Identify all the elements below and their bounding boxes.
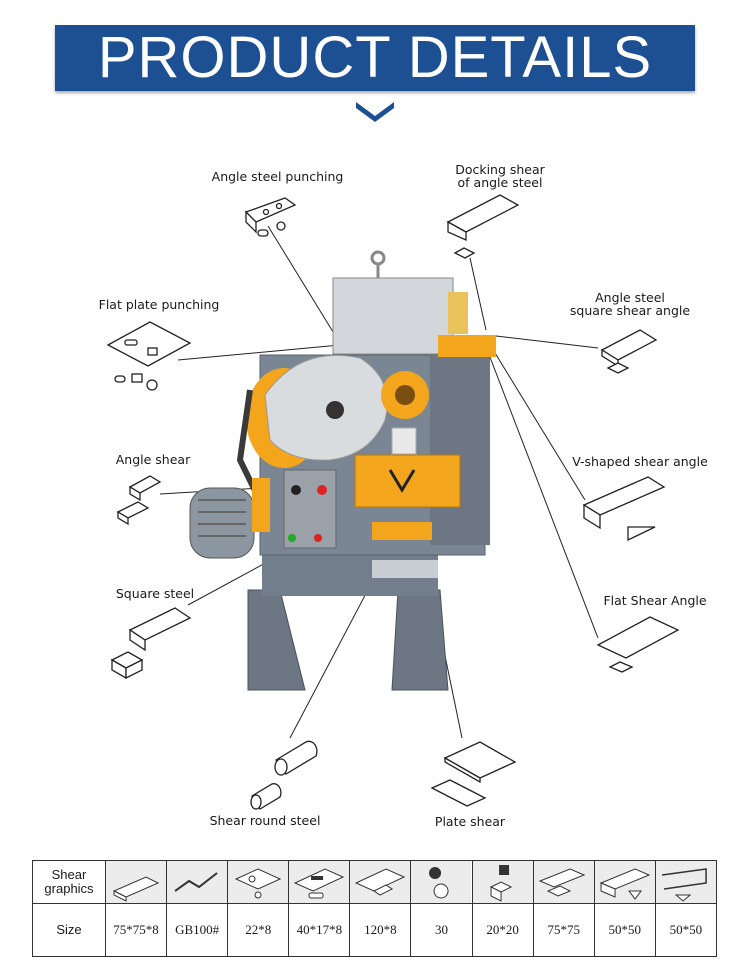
part-icons: [106, 194, 680, 810]
thumb-cell: [593, 860, 656, 904]
docking-shear-icon: [446, 194, 520, 259]
v-shaped-shear-icon: [582, 476, 666, 542]
flat-bar-thumb-icon: [350, 861, 410, 903]
angle-thumb-icon: [106, 861, 166, 903]
label-plate-shear: Plate shear: [434, 814, 506, 829]
round-bar-thumb-icon: [411, 861, 472, 903]
label-angle-shear: Angle shear: [115, 452, 191, 467]
size-cell: 75*75: [532, 903, 595, 957]
flat-angle-thumb-icon: [656, 861, 716, 903]
size-cell: GB100#: [166, 903, 229, 957]
size-cell: 22*8: [227, 903, 290, 957]
page-title: PRODUCT DETAILS: [97, 25, 653, 90]
punch-thumb-icon: [228, 861, 288, 903]
angle-shear-icon: [116, 475, 162, 526]
angle-punch-icon: [244, 197, 297, 237]
thumb-cell: [654, 860, 718, 904]
flat-shear-angle-icon: [596, 616, 680, 673]
header-banner: PRODUCT DETAILS: [55, 25, 695, 91]
size-cell: 30: [410, 903, 473, 957]
oblong-punch-thumb-icon: [289, 861, 349, 903]
label-square-steel: Square steel: [115, 586, 195, 601]
thumb-cell: [471, 860, 534, 904]
round-steel-icon: [250, 740, 318, 810]
square-steel-icon: [110, 607, 192, 680]
chevron-down-icon: [356, 102, 394, 122]
flat-plate-punch-icon: [106, 321, 192, 391]
size-cell: 120*8: [349, 903, 412, 957]
label-shear-round-steel: Shear round steel: [209, 813, 321, 828]
v-notch-thumb-icon: [595, 861, 655, 903]
thumb-cell: [349, 860, 412, 904]
thumb-cell: [288, 860, 351, 904]
square-bar-thumb-icon: [473, 861, 533, 903]
thumb-cell: [410, 860, 473, 904]
plate-shear-icon: [430, 741, 517, 807]
thumb-cell: [532, 860, 595, 904]
label-angle-steel-punching: Angle steel punching: [211, 169, 344, 184]
table-row-size: Size 75*75*8 GB100# 22*8 40*17*8 120*8 3…: [32, 903, 718, 957]
size-cell: 40*17*8: [288, 903, 351, 957]
thumb-cell: [227, 860, 290, 904]
angle-square-shear-icon: [600, 329, 658, 374]
size-cell: 50*50: [593, 903, 656, 957]
channel-thumb-icon: [167, 861, 227, 903]
label-v-shaped-shear: V-shaped shear angle: [572, 454, 708, 469]
row-header-size: Size: [32, 903, 106, 957]
machine-illustration: [106, 194, 680, 810]
size-cell: 20*20: [471, 903, 534, 957]
size-cell: 75*75*8: [104, 903, 168, 957]
label-flat-plate-punching: Flat plate punching: [98, 297, 220, 312]
ironworker-machine: [189, 250, 496, 691]
thumb-cell: [166, 860, 229, 904]
size-cell: 50*50: [654, 903, 718, 957]
label-flat-shear-angle: Flat Shear Angle: [603, 593, 707, 608]
thumb-cell: [104, 860, 168, 904]
angle-square-thumb-icon: [534, 861, 594, 903]
